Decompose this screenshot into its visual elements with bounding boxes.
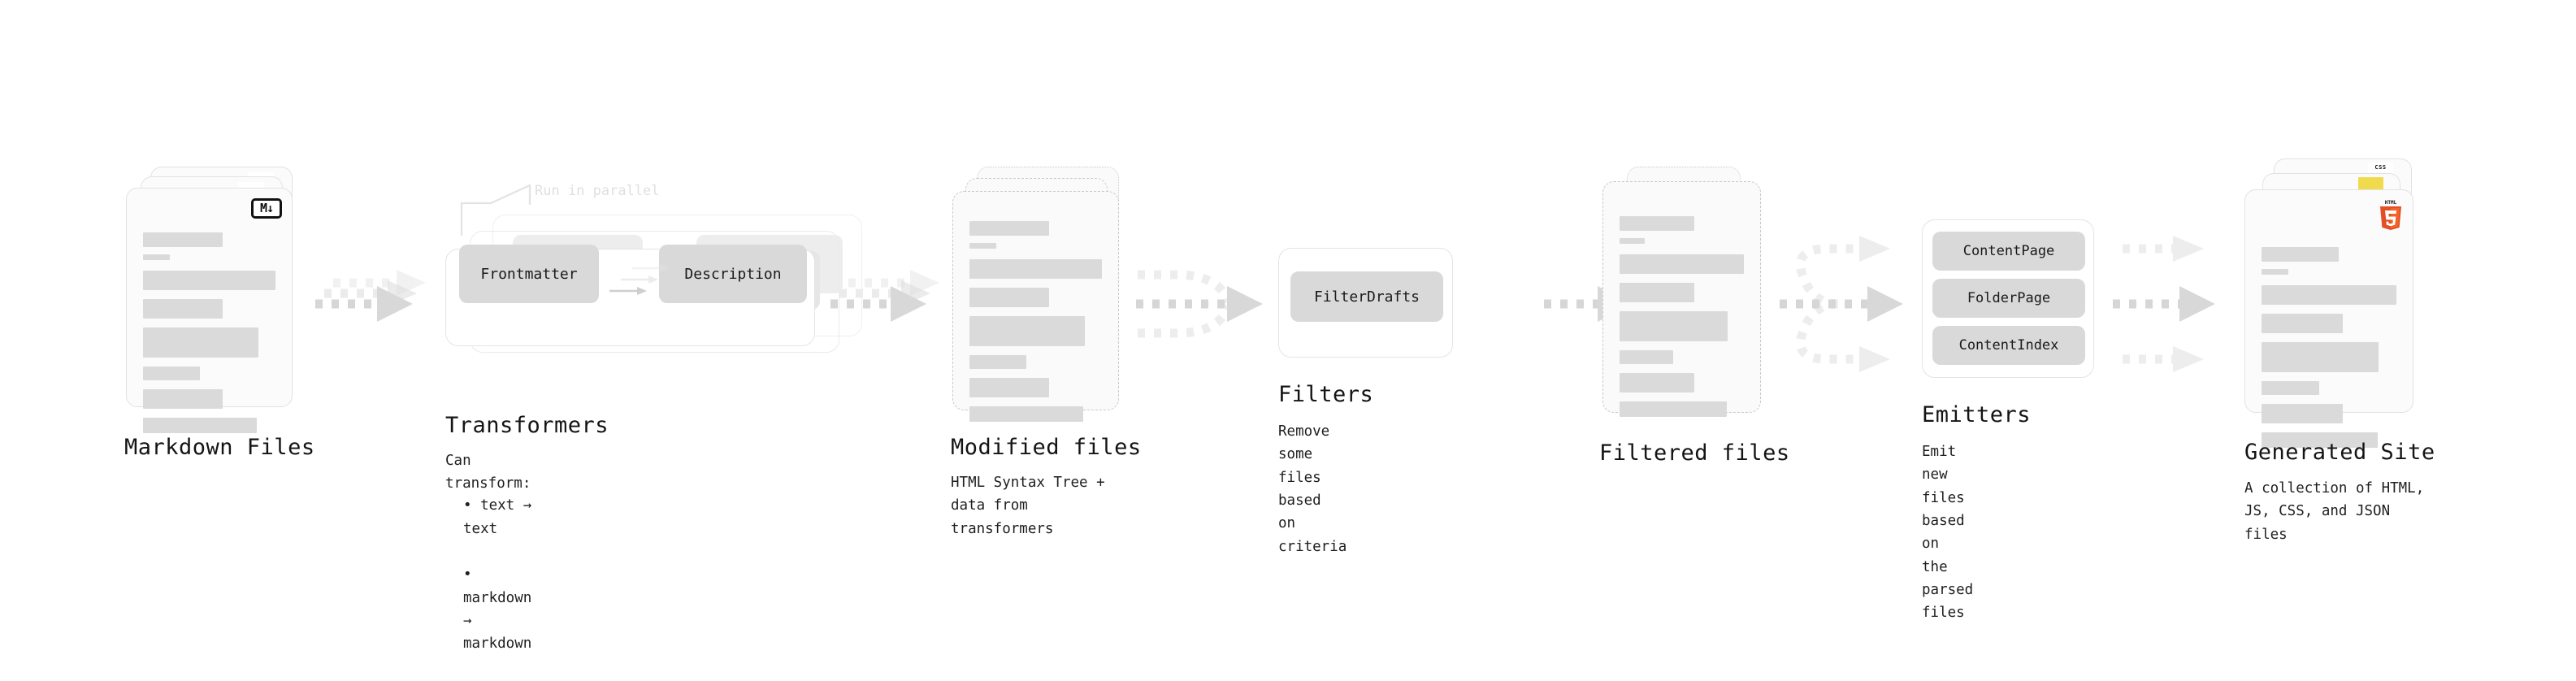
arrow-emitters-to-site [2113, 236, 2215, 372]
stage-markdown-files: M↓ Markdown Files [124, 167, 314, 460]
html5-icon: HTML [2377, 198, 2405, 231]
filtered-file-stack [1598, 167, 1776, 417]
markdown-doc-content [143, 232, 275, 440]
arrow-filtered-to-emitters [1780, 236, 1903, 372]
content-bar [143, 254, 170, 260]
stage-title-modified-files: Modified files [951, 435, 1142, 460]
content-bar [969, 378, 1049, 397]
content-bar [2262, 432, 2378, 448]
generated-doc-html: HTML [2244, 189, 2413, 448]
chip-contentindex[interactable]: ContentIndex [1932, 326, 2085, 365]
filtered-doc-content [1620, 216, 1744, 424]
content-bar [969, 288, 1049, 307]
content-bar [2262, 404, 2343, 423]
arrow-markdown-to-transformers [315, 270, 426, 322]
transformers-bullet-item: • text → text [463, 497, 532, 537]
content-bar [1620, 311, 1728, 341]
content-bar [2262, 247, 2339, 262]
content-bar [2262, 381, 2320, 395]
content-bar [143, 271, 275, 290]
content-bar [143, 327, 258, 358]
content-bar [2262, 314, 2343, 333]
chip-description[interactable]: Description [659, 245, 807, 303]
stage-desc-generated-site: A collection of HTML, JS, CSS, and JSON … [2244, 480, 2425, 543]
content-bar [143, 418, 258, 433]
stage-title-generated-site: Generated Site [2244, 440, 2435, 465]
html5-icon-glyph: HTML [2380, 200, 2401, 230]
js-icon [2358, 177, 2383, 191]
svg-text:HTML: HTML [2385, 200, 2397, 206]
stage-desc-modified-files: HTML Syntax Tree + data from transformer… [951, 475, 1105, 537]
markdown-icon: M↓ [251, 198, 282, 219]
markdown-file-stack: M↓ [126, 167, 305, 433]
modified-doc-front [952, 191, 1119, 422]
chip-frontmatter[interactable]: Frontmatter [459, 245, 599, 303]
filters-card: FilterDrafts [1278, 248, 1453, 358]
generated-site-stack: CSS HTML [2244, 158, 2431, 448]
stage-modified-files: Modified files HTML Syntax Tree + data f… [951, 167, 1141, 537]
content-bar [969, 221, 1049, 236]
transformer-card-front: Frontmatter Description [445, 245, 815, 346]
transformers-bullet-list: • text → text • markdown → markdown • ht… [463, 471, 531, 681]
content-bar [1620, 283, 1694, 302]
content-bar [1620, 350, 1673, 364]
filtered-doc-front [1602, 181, 1761, 417]
content-bar [143, 367, 201, 380]
stage-desc-transformers: Can transform: [445, 453, 531, 492]
content-bar [969, 406, 1084, 422]
content-bar [1620, 216, 1694, 231]
chip-filterdrafts[interactable]: FilterDrafts [1290, 271, 1443, 322]
modified-file-stack [952, 167, 1131, 422]
stage-generated-site: CSS HTML [2244, 158, 2435, 543]
content-bar [2262, 285, 2396, 305]
content-bar [143, 232, 223, 247]
content-bar [2262, 269, 2289, 275]
stage-desc-filters: Remove some files based on criteria [1278, 423, 1347, 555]
transformers-bullet-item: • markdown → markdown [463, 566, 532, 653]
stage-desc-emitters: Emit new files based on the parsed files [1922, 444, 1974, 622]
content-bar [1620, 401, 1727, 417]
modified-doc-content [969, 221, 1102, 429]
stage-title-markdown-files: Markdown Files [124, 435, 315, 460]
chip-contentpage[interactable]: ContentPage [1932, 232, 2085, 271]
generated-doc-content [2262, 247, 2396, 455]
content-bar [969, 355, 1027, 369]
run-in-parallel-label: Run in parallel [535, 183, 660, 199]
emitters-card: ContentPage FolderPage ContentIndex [1922, 219, 2094, 378]
chip-folderpage[interactable]: FolderPage [1932, 279, 2085, 318]
stage-title-filtered-files: Filtered files [1599, 440, 1790, 466]
arrow-modified-to-filters [1136, 270, 1263, 338]
content-bar [969, 259, 1102, 279]
content-bar [143, 299, 223, 319]
stage-title-filters: Filters [1278, 382, 1374, 407]
stage-filtered-files: Filtered files [1598, 167, 1789, 466]
content-bar [969, 243, 996, 249]
content-bar [1620, 238, 1645, 244]
markdown-doc-front: M↓ [126, 188, 293, 433]
content-bar [143, 389, 223, 409]
content-bar [2262, 342, 2379, 372]
content-bar [1620, 373, 1694, 393]
stage-title-emitters: Emitters [1922, 402, 2032, 427]
content-bar [1620, 254, 1744, 274]
stage-title-transformers: Transformers [445, 413, 609, 438]
content-bar [969, 316, 1085, 346]
